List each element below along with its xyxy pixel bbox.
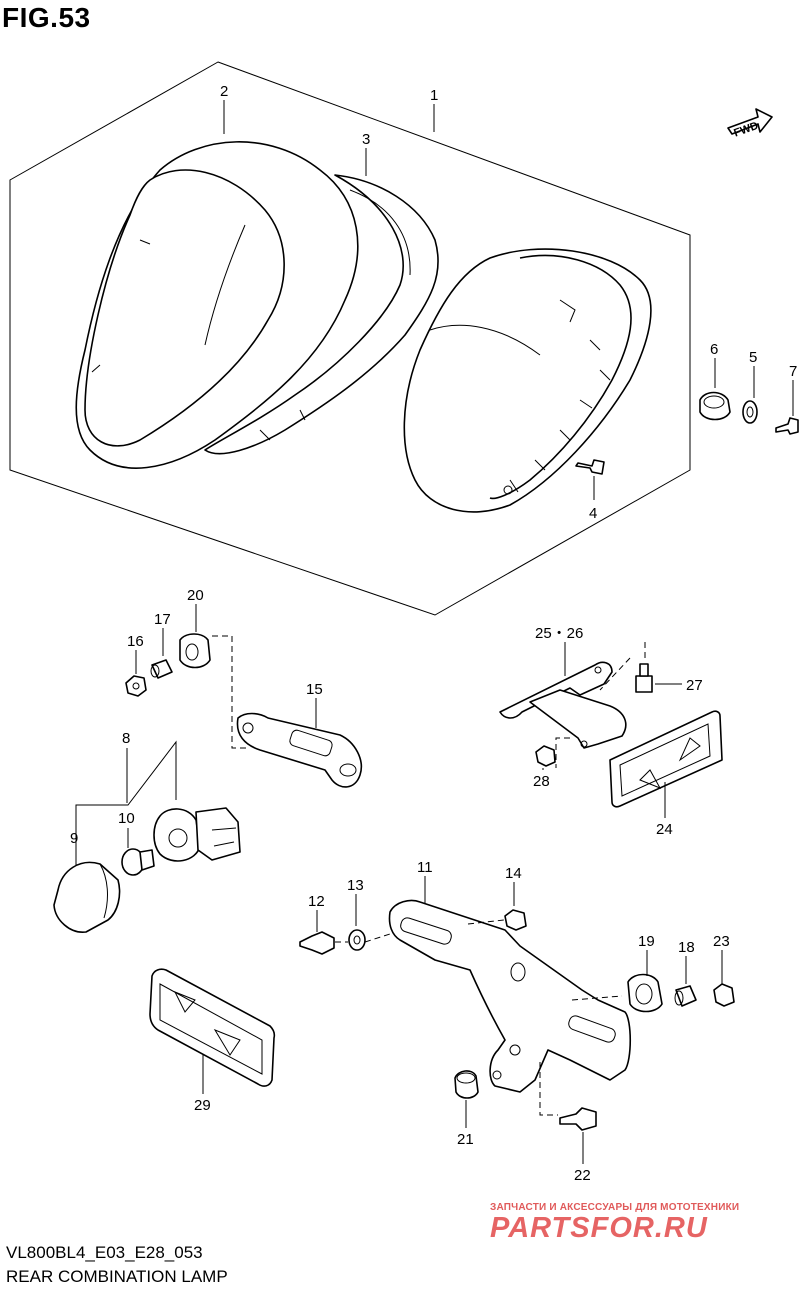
callout-16: 16 (127, 633, 144, 650)
callout-3: 3 (362, 131, 370, 148)
callout-25-26: 25・26 (535, 625, 583, 642)
callout-7: 7 (789, 363, 797, 380)
bracket-part-25-26 (499, 661, 627, 749)
grommet-part-20 (179, 633, 211, 669)
callout-1: 1 (430, 87, 438, 104)
diagram-name: REAR COMBINATION LAMP (6, 1267, 228, 1286)
lamp-housing (403, 248, 652, 513)
reflector-part-24 (609, 710, 723, 808)
nut-part-14 (504, 909, 527, 931)
screw-part-7 (775, 417, 799, 435)
bolt-part-27 (635, 663, 653, 693)
grommet-part-19 (627, 973, 663, 1013)
grommet-part-6 (699, 391, 731, 421)
bulb-part-10 (121, 848, 155, 876)
socket-part-8 (153, 807, 241, 862)
callout-6: 6 (710, 341, 718, 358)
callout-9: 9 (70, 830, 78, 847)
lens-part-9 (53, 861, 121, 933)
diagram-code: VL800BL4_E03_E28_053 (6, 1243, 203, 1262)
callout-17: 17 (154, 611, 171, 628)
figure-title: FIG.53 (2, 2, 91, 33)
reflector-part-29 (149, 968, 276, 1087)
svg-text:FWD: FWD (732, 120, 760, 140)
callout-8: 8 (122, 730, 130, 747)
callout-19: 19 (638, 933, 655, 950)
screw-part-12 (299, 931, 335, 955)
callout-28: 28 (533, 773, 550, 790)
callout-13: 13 (347, 877, 364, 894)
collar-part-17 (150, 659, 173, 679)
fwd-arrow-icon: FWD (727, 108, 773, 140)
callout-18: 18 (678, 939, 695, 956)
collar-part-18 (674, 985, 697, 1007)
washer-part-5 (742, 400, 758, 424)
washer-part-13 (348, 929, 366, 951)
watermark-tagline: ЗАПЧАСТИ И АКСЕССУАРЫ ДЛЯ МОТОТЕХНИКИ (490, 1202, 740, 1213)
callout-14: 14 (505, 865, 522, 882)
callout-11: 11 (417, 859, 433, 876)
callout-24: 24 (656, 821, 673, 838)
gasket (204, 174, 439, 455)
callout-10: 10 (118, 810, 135, 827)
assembly-outline (9, 61, 691, 616)
nut-part-28 (535, 745, 556, 767)
callout-20: 20 (187, 587, 204, 604)
callout-5: 5 (749, 349, 757, 366)
bracket-part-11 (388, 899, 632, 1093)
screw-part-4 (575, 459, 605, 475)
callout-2: 2 (220, 83, 228, 100)
nut-part-23 (713, 983, 735, 1007)
bracket-part-15 (236, 712, 362, 788)
callout-12: 12 (308, 893, 325, 910)
lens-cover-frame (75, 141, 359, 469)
bolt-part-22 (559, 1107, 597, 1131)
nut-part-16 (125, 675, 147, 697)
callout-29: 29 (194, 1097, 211, 1114)
callout-27: 27 (686, 677, 703, 694)
callout-22: 22 (574, 1167, 591, 1184)
callout-23: 23 (713, 933, 730, 950)
callout-21: 21 (457, 1131, 474, 1148)
watermark-logo: PARTSFOR.RU (490, 1212, 708, 1244)
collar-part-21 (454, 1070, 479, 1099)
callout-4: 4 (589, 505, 597, 522)
callout-15: 15 (306, 681, 323, 698)
